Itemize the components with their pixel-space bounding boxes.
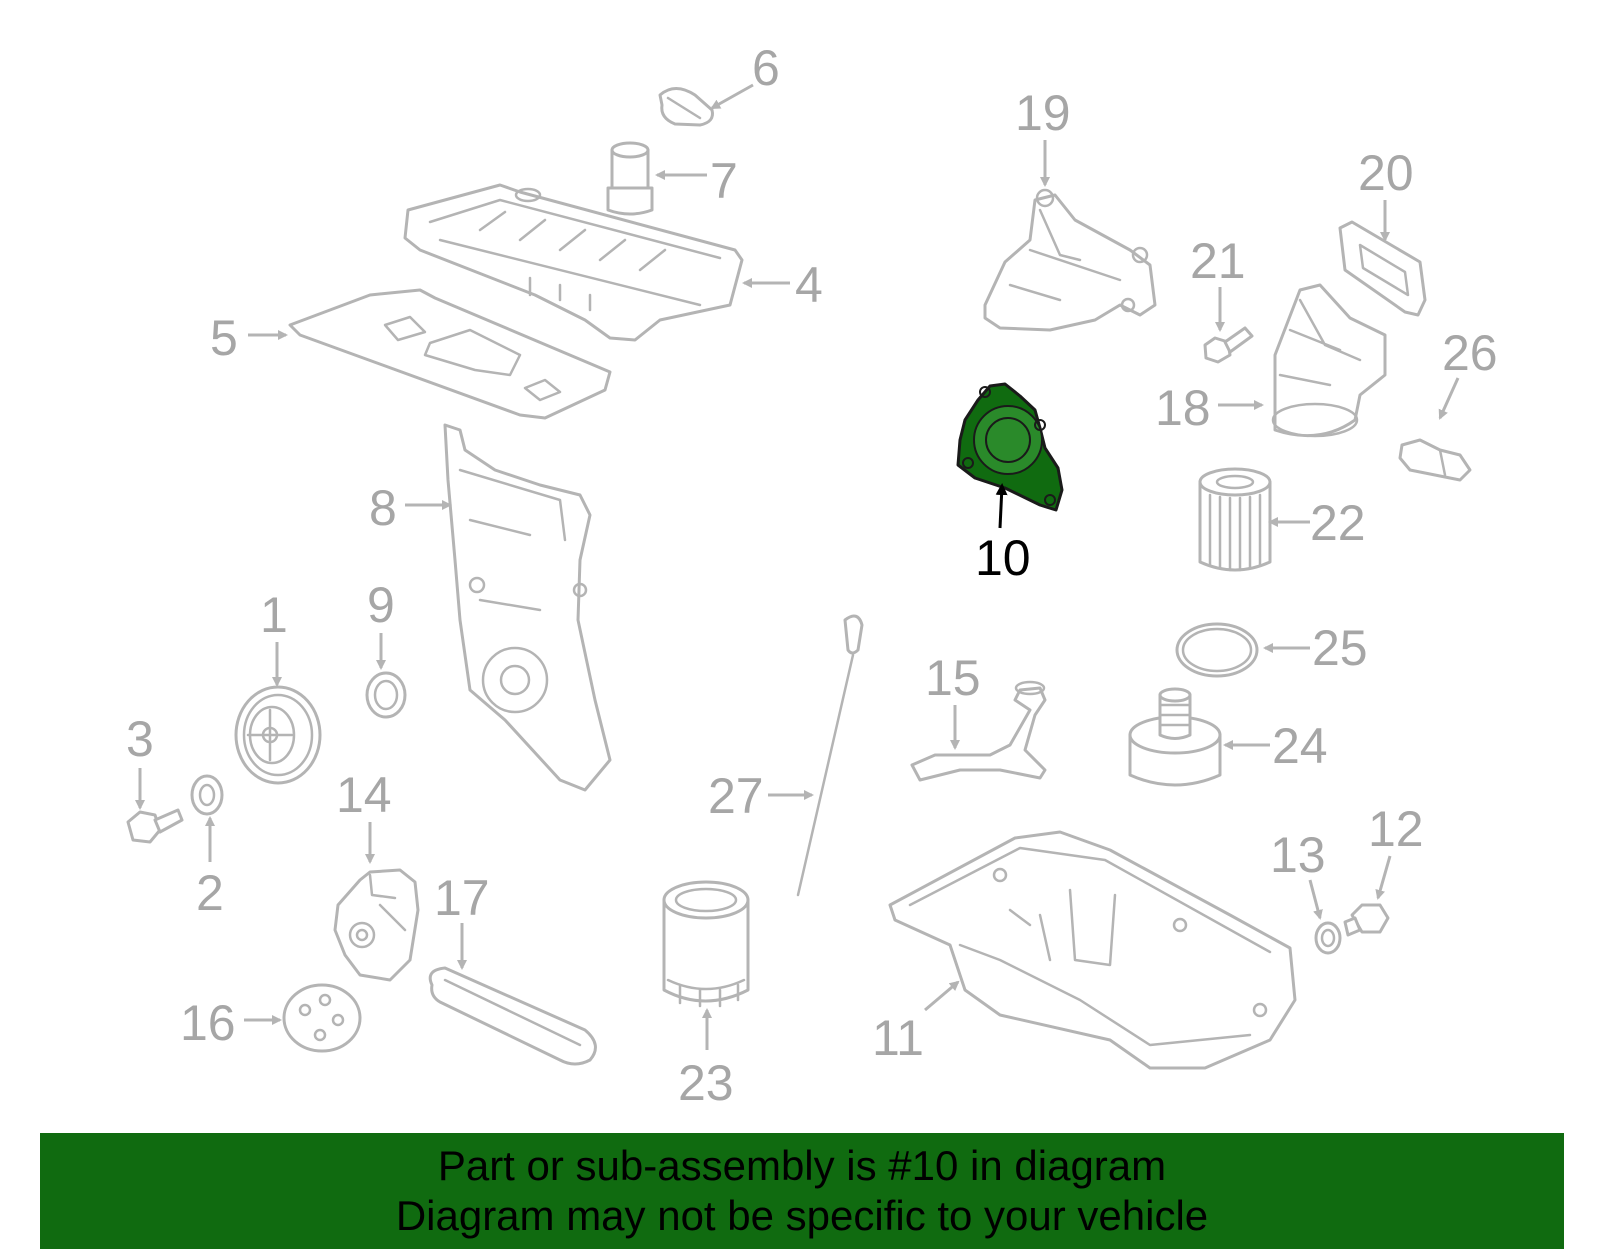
part-5-gasket[interactable] xyxy=(288,288,612,420)
callout-21[interactable]: 21 xyxy=(1190,233,1246,289)
leader-12 xyxy=(1375,855,1392,900)
part-26-sensor[interactable] xyxy=(1398,438,1472,482)
callout-10[interactable]: 10 xyxy=(975,530,1031,586)
part-15-pickup-tube[interactable] xyxy=(910,680,1047,782)
callout-24[interactable]: 24 xyxy=(1272,718,1328,774)
part-3-bolt[interactable] xyxy=(126,808,184,844)
part-16-sprocket[interactable] xyxy=(282,983,362,1053)
part-6-oil-cap[interactable] xyxy=(658,87,714,127)
callout-20[interactable]: 20 xyxy=(1358,145,1414,201)
leader-13 xyxy=(1308,879,1323,920)
callout-13[interactable]: 13 xyxy=(1270,827,1326,883)
callout-27[interactable]: 27 xyxy=(708,768,764,824)
callout-1[interactable]: 1 xyxy=(260,587,288,643)
callout-3[interactable]: 3 xyxy=(126,711,154,767)
callout-2[interactable]: 2 xyxy=(196,865,224,921)
part-14-oil-pump[interactable] xyxy=(333,868,420,982)
banner-line-2: Diagram may not be specific to your vehi… xyxy=(395,1192,1209,1239)
leader-26 xyxy=(1438,377,1460,420)
part-25-o-ring[interactable] xyxy=(1175,622,1259,678)
part-9-seal[interactable] xyxy=(365,671,407,719)
callout-11[interactable]: 11 xyxy=(872,1010,924,1066)
part-8-timing-cover[interactable] xyxy=(443,423,612,792)
callout-23[interactable]: 23 xyxy=(678,1055,734,1111)
part-18-housing[interactable] xyxy=(1271,283,1387,438)
part-12-drain-plug[interactable] xyxy=(1343,903,1390,937)
part-1-pulley[interactable] xyxy=(234,685,322,785)
part-23-oil-filter[interactable] xyxy=(662,880,750,1008)
callout-9[interactable]: 9 xyxy=(367,577,395,633)
callout-16[interactable]: 16 xyxy=(180,995,236,1051)
part-7-breather[interactable] xyxy=(606,141,654,216)
leader-10 xyxy=(995,483,1008,529)
leader-lines xyxy=(135,83,1460,1050)
callout-7[interactable]: 7 xyxy=(710,153,738,209)
part-11-oil-pan[interactable] xyxy=(888,830,1297,1070)
banner-line-1: Part or sub-assembly is #10 in diagram xyxy=(437,1142,1167,1189)
callout-5[interactable]: 5 xyxy=(210,310,238,366)
callout-17[interactable]: 17 xyxy=(434,870,490,926)
info-banner: Part or sub-assembly is #10 in diagram D… xyxy=(40,1133,1564,1249)
callout-25[interactable]: 25 xyxy=(1312,620,1368,676)
callout-15[interactable]: 15 xyxy=(925,650,981,706)
part-13-washer[interactable] xyxy=(1314,921,1342,955)
part-17-chain[interactable] xyxy=(428,966,597,1066)
callout-14[interactable]: 14 xyxy=(336,767,392,823)
leader-11 xyxy=(924,980,960,1012)
callout-8[interactable]: 8 xyxy=(369,480,397,536)
callout-19[interactable]: 19 xyxy=(1015,85,1071,141)
part-19-adapter[interactable] xyxy=(983,188,1157,332)
part-22-filter-element[interactable] xyxy=(1198,467,1272,572)
callout-6[interactable]: 6 xyxy=(752,40,780,96)
leader-6 xyxy=(710,83,754,110)
part-20-gasket[interactable] xyxy=(1338,220,1427,317)
part-4-valve-cover[interactable] xyxy=(403,183,744,342)
callout-4[interactable]: 4 xyxy=(795,257,823,313)
part-27-dipstick[interactable] xyxy=(796,614,864,897)
part-10-rear-main-seal[interactable] xyxy=(956,382,1064,512)
callout-22[interactable]: 22 xyxy=(1310,495,1366,551)
callout-26[interactable]: 26 xyxy=(1442,325,1498,381)
part-24-filter-cap[interactable] xyxy=(1128,687,1222,787)
callout-labels: 1 2 3 4 5 6 7 8 9 10 11 12 13 14 15 16 1… xyxy=(126,40,1498,1111)
part-2-washer[interactable] xyxy=(190,774,224,816)
part-21-bolt[interactable] xyxy=(1203,326,1254,364)
callout-12[interactable]: 12 xyxy=(1368,801,1424,857)
callout-18[interactable]: 18 xyxy=(1155,380,1211,436)
